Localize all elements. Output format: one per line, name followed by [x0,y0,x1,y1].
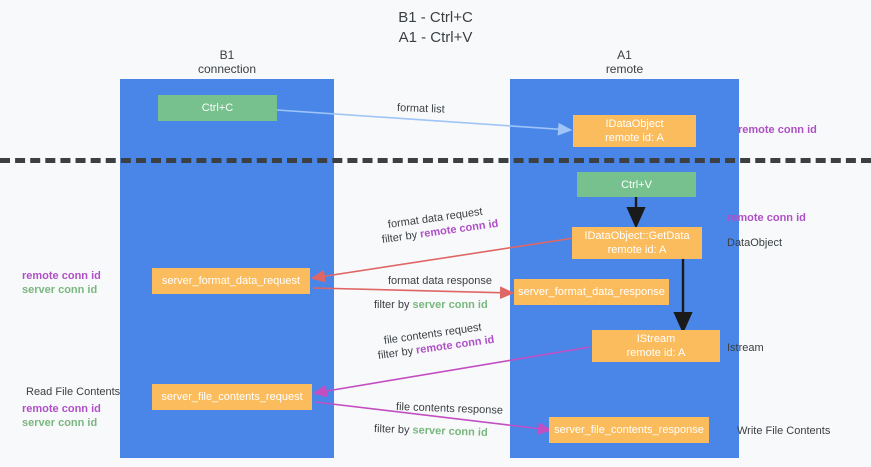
edge-label-format-data-response: format data response [388,274,492,288]
filter-prefix: filter by [381,228,421,246]
annotation-right-dataobject: DataObject [727,236,782,250]
annotation-right-remote-conn-id-mid: remote conn id [727,211,806,225]
section-divider [0,158,871,163]
filter-key-server-conn-id: server conn id [412,424,488,439]
column-a1-role: remote [605,62,644,76]
node-server-file-contents-request-label: server_file_contents_request [161,391,303,403]
annotation-left-conn-ids: remote conn id server conn id [22,269,101,297]
filter-prefix: filter by [373,423,413,437]
edge-label-file-contents-response-filter: filter by server conn id [374,422,488,440]
node-idataobject-line2: remote id: A [605,132,664,144]
node-ctrl-c-label: Ctrl+C [201,102,234,114]
annotation-right-write-file-contents: Write File Contents [737,424,830,438]
annotation-text: remote conn id [727,212,806,224]
node-server-format-data-request-label: server_format_data_request [161,275,301,287]
node-server-format-data-response-label: server_format_data_response [518,286,665,298]
filter-key-server-conn-id: server conn id [412,299,488,311]
node-idataobject[interactable]: IDataObject remote id: A [573,115,696,147]
node-istream-line2: remote id: A [626,347,686,359]
annotation-remote-conn-id: remote conn id [22,403,101,415]
annotation-server-conn-id: server conn id [22,284,98,296]
node-getdata-line2: remote id: A [607,244,667,256]
node-ctrl-v-label: Ctrl+V [621,178,652,191]
node-server-file-contents-response[interactable]: server_file_contents_response [549,417,709,443]
node-getdata-line1: IDataObject::GetData [584,230,690,242]
node-server-format-data-response[interactable]: server_format_data_response [514,279,669,305]
edge-label-format-list: format list [397,101,445,117]
edge-label-file-contents-response: file contents response [396,400,503,418]
title-line-1: B1 - Ctrl+C [398,9,473,26]
node-istream[interactable]: IStream remote id: A [592,330,720,362]
edge-label-file-contents-response-text: file contents response [395,401,504,417]
column-header-a1: A1 remote [510,48,739,76]
annotation-remote-conn-id: remote conn id [22,270,101,282]
edge-label-format-data-response-text: format data response [388,275,492,287]
node-ctrl-c[interactable]: Ctrl+C [158,95,277,121]
edge-label-format-list-text: format list [396,102,445,116]
node-idataobject-getdata[interactable]: IDataObject::GetData remote id: A [572,227,702,259]
node-server-file-contents-request[interactable]: server_file_contents_request [152,384,312,410]
title-line-2: A1 - Ctrl+V [398,29,473,46]
diagram-title: B1 - Ctrl+C A1 - Ctrl+V [0,8,871,48]
edge-label-format-data-response-filter: filter by server conn id [374,298,488,312]
annotation-text: Read File Contents [26,386,121,398]
node-server-format-data-request[interactable]: server_format_data_request [152,268,310,294]
filter-prefix: filter by [377,344,417,362]
node-server-file-contents-response-label: server_file_contents_response [554,424,704,436]
annotation-text: remote conn id [738,124,817,136]
annotation-right-remote-conn-id-top: remote conn id [738,123,817,137]
annotation-left-read-file-contents: Read File Contents [26,385,120,399]
node-idataobject-line1: IDataObject [605,118,664,130]
column-b1-name: B1 [219,48,235,62]
annotation-left-conn-ids-2: remote conn id server conn id [22,402,101,430]
annotation-server-conn-id: server conn id [22,417,98,429]
node-istream-line1: IStream [636,333,676,345]
column-a1-name: A1 [617,48,632,62]
column-header-b1: B1 connection [120,48,334,76]
filter-prefix: filter by [374,299,413,311]
annotation-text: Istream [727,342,764,354]
annotation-text: DataObject [727,237,783,249]
annotation-text: Write File Contents [737,425,831,437]
node-ctrl-v[interactable]: Ctrl+V [577,172,696,197]
annotation-right-istream: Istream [727,341,764,355]
column-b1-role: connection [197,62,257,76]
wire-format-data-response [312,286,515,300]
